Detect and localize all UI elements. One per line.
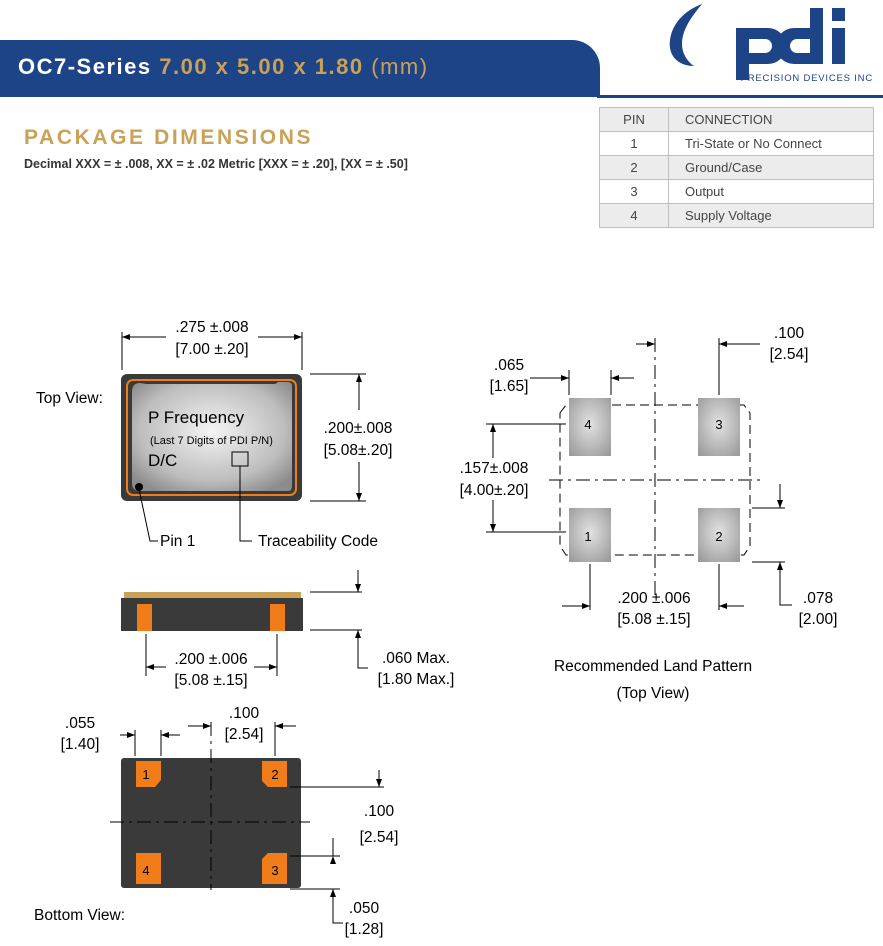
bottom-pad-1-label: 1 <box>142 767 149 782</box>
pin-connection: Tri-State or No Connect <box>668 131 874 156</box>
top-height-dim-metric: [5.08±.20] <box>324 442 393 459</box>
side-pad-left <box>137 604 152 631</box>
land-pattern-title: Recommended Land Pattern <box>554 658 752 675</box>
bottom-pad-4-label: 4 <box>142 863 149 878</box>
table-row: 3 Output <box>599 179 874 204</box>
series-unit: (mm) <box>371 54 429 79</box>
table-row: 4 Supply Voltage <box>599 203 874 228</box>
pin-number: 4 <box>599 203 669 228</box>
pin1-label: Pin 1 <box>160 533 195 550</box>
seal-ring <box>126 379 297 496</box>
pad-length-dim: .100 <box>229 705 260 722</box>
land-h-pitch-dim-metric: [5.08 ±.15] <box>617 611 690 628</box>
land-pad-4 <box>569 398 611 456</box>
pad-height-dim: .100 <box>364 803 395 820</box>
bottom-pad-1 <box>136 761 161 787</box>
logo-subtitle: PRECISION DEVICES INC <box>740 73 873 84</box>
series-name: OC7-Series <box>18 54 152 79</box>
pin-connection-table: PIN CONNECTION 1 Tri-State or No Connect… <box>599 107 874 228</box>
top-view-label: Top View: <box>36 390 103 407</box>
land-pad-width-dim: .065 <box>494 357 524 374</box>
package-dimensions-title: PACKAGE DIMENSIONS <box>24 126 314 149</box>
land-v-pitch-dim-metric: [4.00±.20] <box>460 482 529 499</box>
land-pad-3 <box>698 398 740 456</box>
top-height-dim: .200±.008 <box>324 420 393 437</box>
pad-length-dim-metric: [2.54] <box>225 726 264 743</box>
marking-line-1: P Frequency <box>148 408 245 427</box>
pdi-logo: PRECISION DEVICES INC <box>660 2 883 92</box>
side-view <box>121 570 368 676</box>
pin-table-header: PIN CONNECTION <box>599 107 874 132</box>
land-pad-height-dim: .078 <box>803 590 833 607</box>
pad-width-dim: .055 <box>65 715 95 732</box>
land-pad-1-label: 1 <box>584 529 591 544</box>
top-width-dim-metric: [7.00 ±.20] <box>175 341 248 358</box>
side-height-dim-metric: [1.80 Max.] <box>378 671 455 688</box>
banner-title: OC7-Series 7.00 x 5.00 x 1.80 (mm) <box>18 54 429 80</box>
traceability-label: Traceability Code <box>258 533 378 550</box>
side-pitch-dim-metric: [5.08 ±.15] <box>174 672 247 689</box>
bottom-view-label: Bottom View: <box>34 907 125 924</box>
header-banner: OC7-Series 7.00 x 5.00 x 1.80 (mm) <box>0 40 600 97</box>
metal-lid <box>132 382 292 491</box>
land-pad-3-label: 3 <box>715 417 722 432</box>
land-pad-4-label: 4 <box>584 417 591 432</box>
land-h-pitch-dim: .200 ±.006 <box>617 590 690 607</box>
land-pad-1 <box>569 508 611 562</box>
pin-number: 1 <box>599 131 669 156</box>
side-lid <box>124 592 301 599</box>
pin-connection: Output <box>668 179 874 204</box>
pin-connection: Supply Voltage <box>668 203 874 228</box>
bottom-pad-3 <box>262 853 287 884</box>
land-pattern-subtitle: (Top View) <box>617 685 690 702</box>
top-view <box>121 332 366 542</box>
land-outline <box>559 404 751 556</box>
bottom-pad-3-label: 3 <box>271 863 278 878</box>
land-pad-length-dim: .100 <box>774 325 805 342</box>
side-pitch-dim: .200 ±.006 <box>174 651 247 668</box>
edge-dim-metric: [1.28] <box>345 921 384 938</box>
edge-dim: .050 <box>349 900 380 917</box>
pin-number: 2 <box>599 155 669 180</box>
bottom-pad-2-label: 2 <box>271 767 278 782</box>
top-width-dim: .275 ±.008 <box>175 319 248 336</box>
pad-width-dim-metric: [1.40] <box>61 736 100 753</box>
pdi-logo-mark <box>669 4 845 80</box>
tolerance-note: Decimal XXX = ± .008, XX = ± .02 Metric … <box>24 157 408 171</box>
pin-number: 3 <box>599 179 669 204</box>
marking-line-3: D/C <box>148 451 177 470</box>
land-pad-length-dim-metric: [2.54] <box>770 346 809 363</box>
pin1-dot <box>135 483 143 491</box>
land-pad-width-dim-metric: [1.65] <box>490 378 529 395</box>
land-pattern <box>486 338 792 610</box>
land-pad-2 <box>698 508 740 562</box>
bottom-pad-2 <box>262 761 287 787</box>
bottom-pad-4 <box>136 853 161 884</box>
side-pad-right <box>270 604 285 631</box>
connection-column-header: CONNECTION <box>668 107 874 132</box>
bottom-view <box>110 722 384 924</box>
land-pad-2-label: 2 <box>715 529 722 544</box>
pin-column-header: PIN <box>599 107 669 132</box>
land-pad-height-dim-metric: [2.00] <box>799 611 838 628</box>
marking-line-2: (Last 7 Digits of PDI P/N) <box>150 435 273 447</box>
side-height-dim: .060 Max. <box>382 650 450 667</box>
series-dimensions: 7.00 x 5.00 x 1.80 <box>159 54 364 79</box>
arrowheads <box>122 334 783 897</box>
pad-height-dim-metric: [2.54] <box>360 829 399 846</box>
banner-rule <box>597 95 883 98</box>
land-v-pitch-dim: .157±.008 <box>460 460 529 477</box>
table-row: 1 Tri-State or No Connect <box>599 131 874 156</box>
